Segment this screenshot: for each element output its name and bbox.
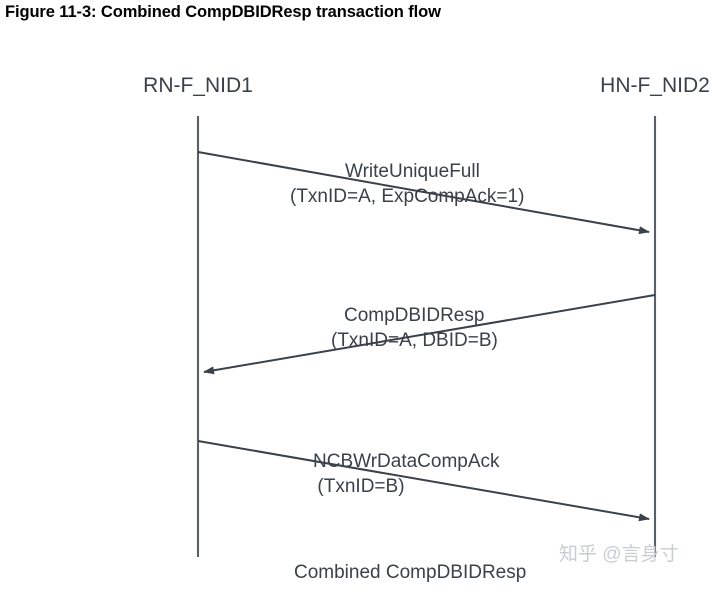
message-label-1-line-1: WriteUniqueFull <box>345 161 480 182</box>
message-arrow-3 <box>197 440 650 522</box>
message-label-ncb-wr-data-comp-ack: NCBWrDataCompAck (TxnID=B) <box>313 450 500 499</box>
message-label-3-line-1: NCBWrDataCompAck <box>313 451 500 472</box>
message-label-2-line-2: (TxnID=A, DBID=B) <box>331 329 498 351</box>
message-label-comp-dbid-resp: CompDBIDResp (TxnID=A, DBID=B) <box>331 304 498 353</box>
message-arrow-2 <box>203 294 656 375</box>
message-label-write-unique-full: WriteUniqueFull (TxnID=A, ExpCompAck=1) <box>290 160 524 209</box>
participant-label-rn-f: RN-F_NID1 <box>143 74 253 97</box>
message-arrow-1 <box>197 151 650 235</box>
diagram-caption: Combined CompDBIDResp <box>294 562 527 583</box>
message-label-3-line-2: (TxnID=B) <box>317 475 405 497</box>
message-label-1-line-2: (TxnID=A, ExpCompAck=1) <box>290 185 525 207</box>
participant-label-hn-f: HN-F_NID2 <box>600 74 710 97</box>
message-label-2-line-1: CompDBIDResp <box>344 305 485 326</box>
page-title: Figure 11-3: Combined CompDBIDResp trans… <box>5 3 441 21</box>
